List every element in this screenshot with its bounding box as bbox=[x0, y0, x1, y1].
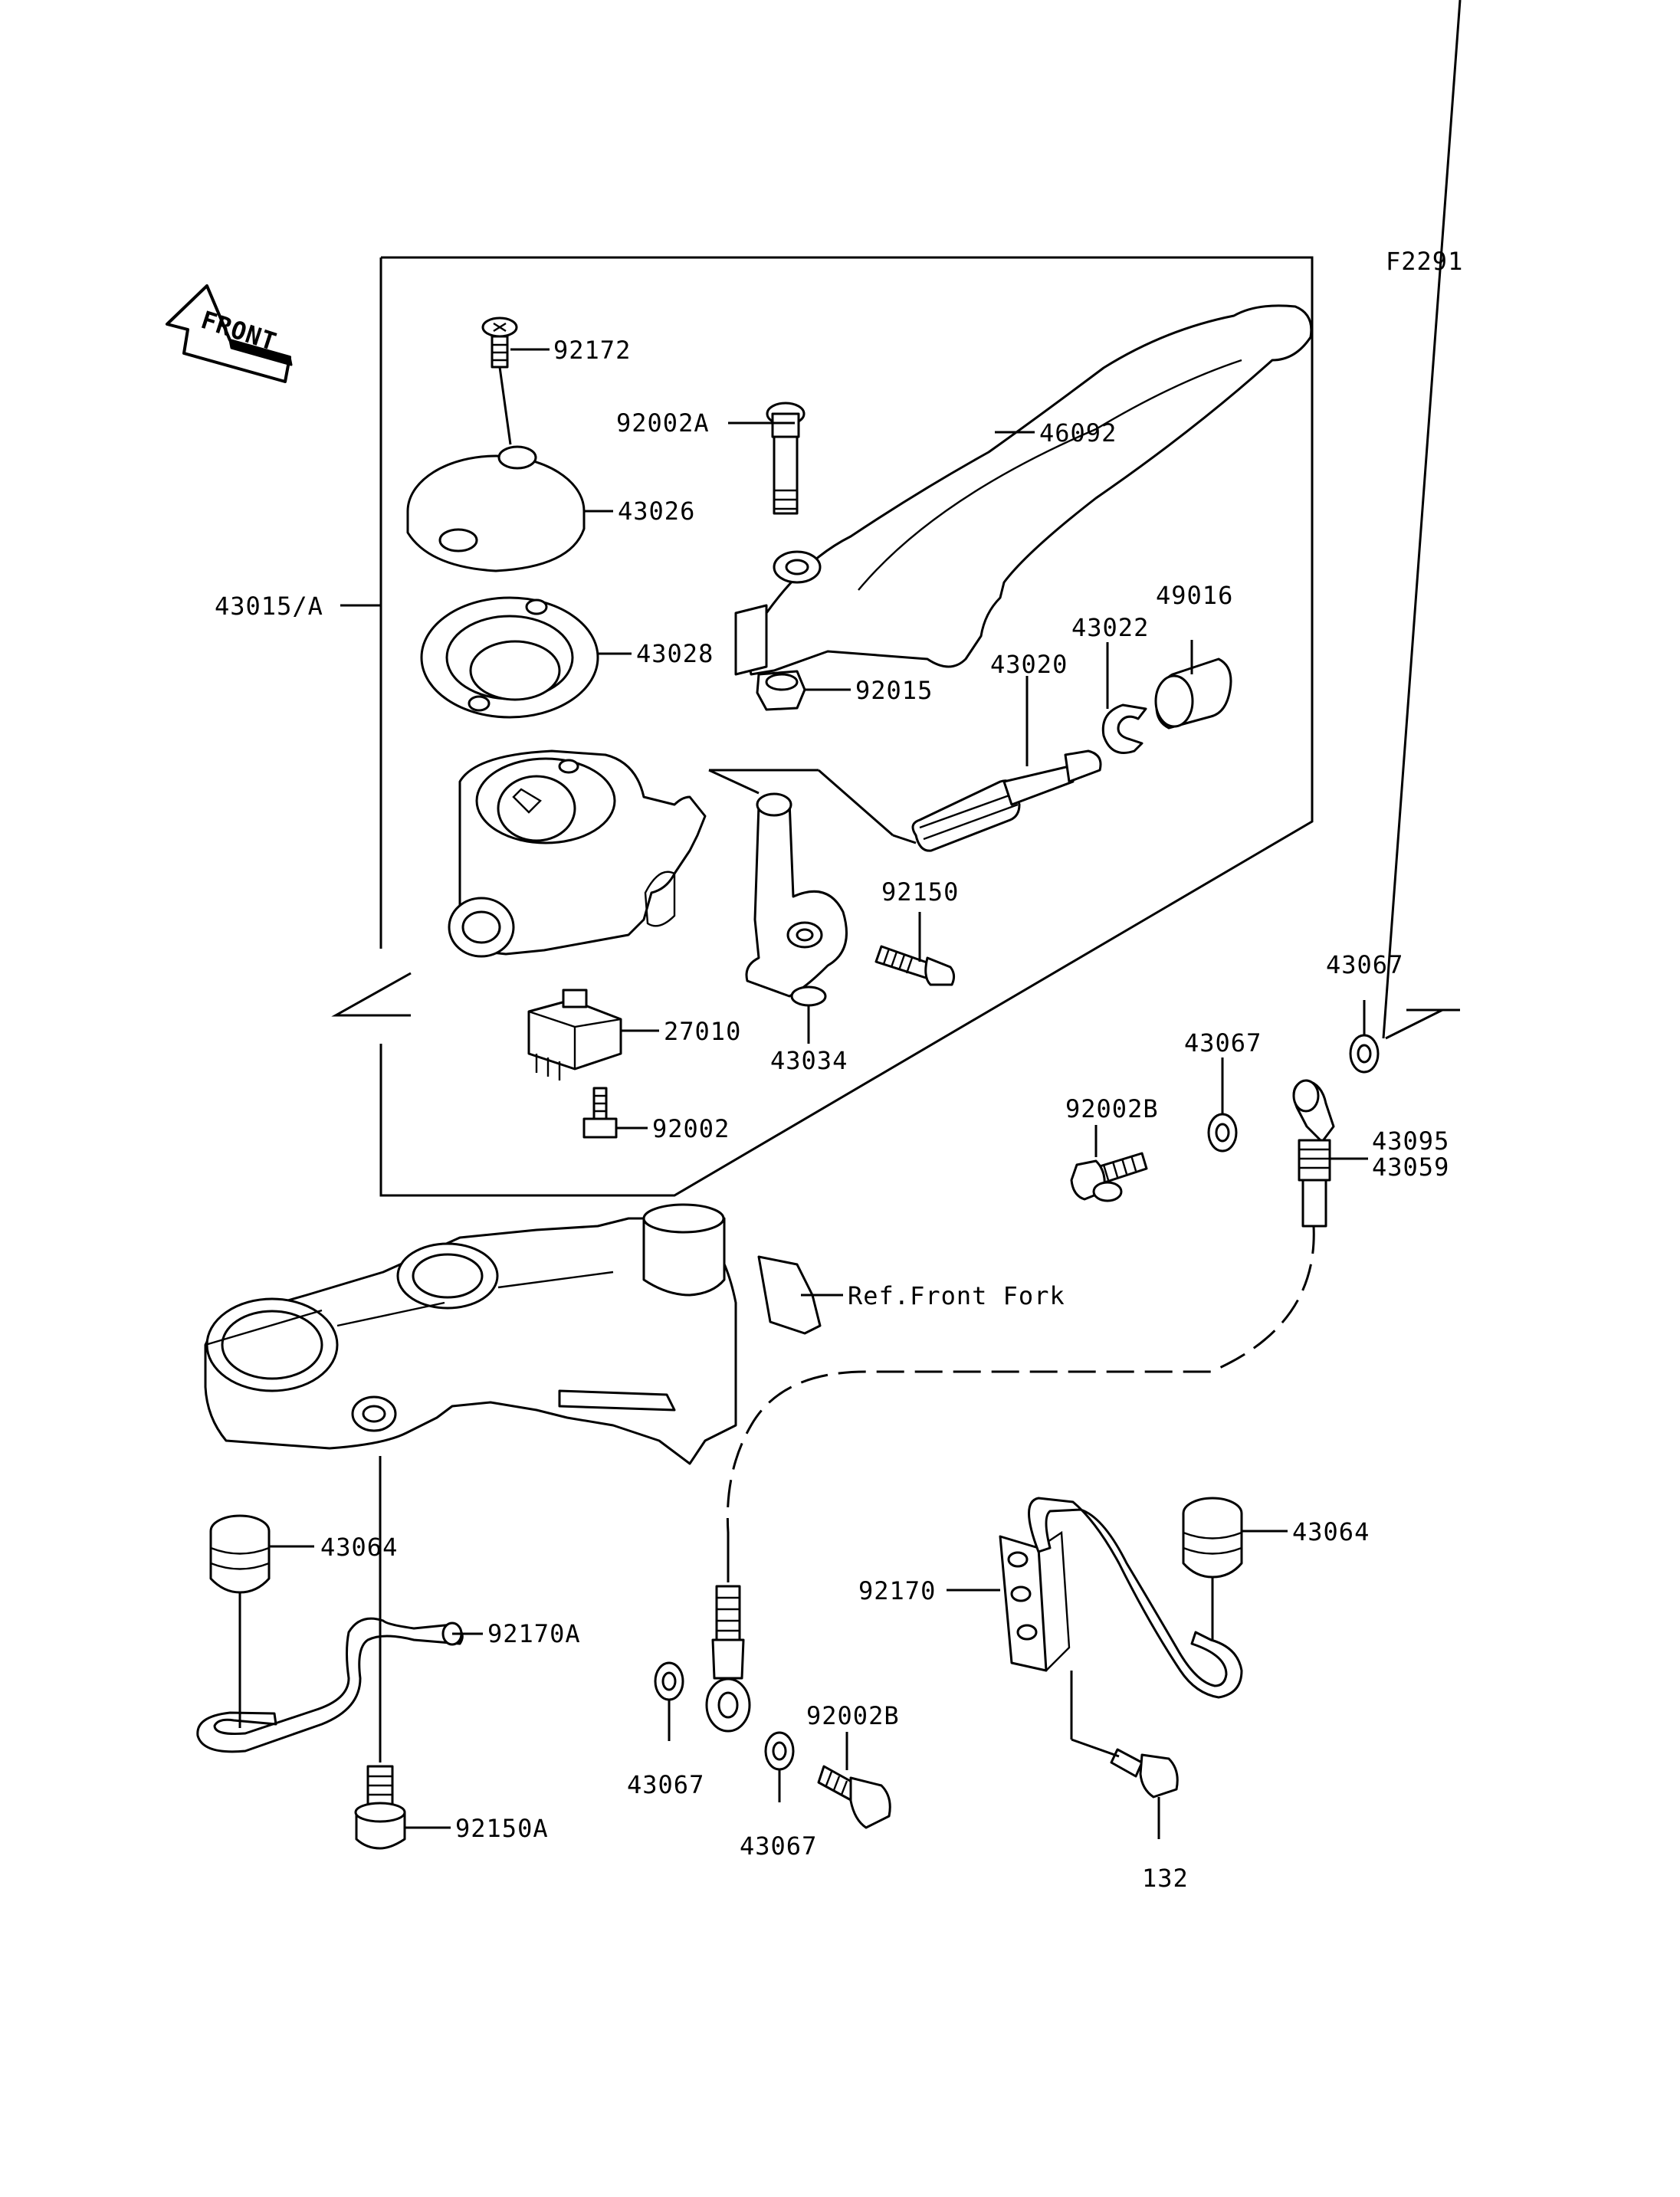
part-27010-stop-switch bbox=[527, 989, 622, 1080]
brake-hose-route bbox=[726, 1225, 1315, 1579]
front-fork-bridge-reference bbox=[204, 1203, 822, 1465]
label-43015A: 43015/A bbox=[215, 592, 323, 621]
part-master-cylinder-body bbox=[448, 749, 707, 958]
part-43067-washer-c bbox=[654, 1661, 684, 1701]
label-92150: 92150 bbox=[881, 877, 959, 907]
part-43059-hose-fitting-lower bbox=[705, 1585, 751, 1733]
master-cylinder-assembly-outline bbox=[331, 256, 1314, 1197]
part-43026-reservoir-cap bbox=[406, 445, 586, 572]
label-132: 132 bbox=[1142, 1864, 1189, 1893]
leader-lines bbox=[238, 0, 1462, 1839]
part-43067-washer-b bbox=[1207, 1113, 1238, 1153]
label-43064-left: 43064 bbox=[320, 1533, 398, 1562]
label-92002A: 92002A bbox=[616, 408, 710, 438]
part-43034-clamp bbox=[745, 792, 848, 1007]
part-92172-screw bbox=[481, 316, 518, 445]
front-arrow-icon: FRONT bbox=[166, 284, 293, 383]
label-43020: 43020 bbox=[990, 650, 1068, 679]
part-92150-bolt bbox=[874, 945, 956, 986]
part-92015-nut bbox=[756, 670, 806, 711]
label-92170A: 92170A bbox=[487, 1619, 581, 1648]
part-43020-piston-kit bbox=[911, 749, 1102, 852]
part-92170-bracket bbox=[999, 1497, 1243, 1699]
part-132-bolt bbox=[1110, 1748, 1179, 1799]
part-49016-dust-cover bbox=[1154, 657, 1232, 730]
part-43064-grommet-right bbox=[1182, 1497, 1243, 1579]
label-43022: 43022 bbox=[1071, 613, 1149, 642]
part-92002B-banjo-bolt-lower bbox=[817, 1765, 891, 1829]
label-92002B-upper: 92002B bbox=[1065, 1094, 1159, 1123]
part-92002B-banjo-bolt-upper bbox=[1070, 1152, 1148, 1202]
part-labels: 92172 92002A 46092 43026 43015/A 49016 4… bbox=[215, 336, 1449, 1893]
label-43028: 43028 bbox=[636, 639, 714, 668]
label-92002: 92002 bbox=[652, 1114, 730, 1143]
label-43067-b: 43067 bbox=[1184, 1028, 1262, 1058]
label-46092: 46092 bbox=[1039, 418, 1117, 448]
part-92002-screw bbox=[582, 1087, 618, 1139]
label-92015: 92015 bbox=[855, 676, 933, 705]
label-43095: 43095 bbox=[1372, 1126, 1449, 1156]
part-46092-brake-lever bbox=[734, 304, 1313, 676]
label-43059: 43059 bbox=[1372, 1153, 1449, 1182]
label-43026: 43026 bbox=[618, 497, 695, 526]
part-43095-hose-fitting-upper bbox=[1292, 1079, 1335, 1228]
part-43067-washer-a bbox=[1349, 1034, 1380, 1074]
label-92170: 92170 bbox=[858, 1576, 936, 1605]
part-43022-circlip bbox=[1101, 703, 1147, 754]
label-43064-right: 43064 bbox=[1292, 1517, 1370, 1546]
label-49016: 49016 bbox=[1156, 581, 1233, 610]
part-43028-diaphragm bbox=[420, 596, 599, 719]
part-43064-grommet-left bbox=[209, 1514, 271, 1594]
label-92172: 92172 bbox=[553, 336, 631, 365]
part-92002A-pivot-bolt bbox=[766, 402, 806, 515]
label-43034: 43034 bbox=[770, 1046, 848, 1075]
part-43067-washer-d bbox=[764, 1731, 795, 1771]
label-43067-c: 43067 bbox=[627, 1770, 704, 1799]
label-92150A: 92150A bbox=[455, 1814, 549, 1843]
label-27010: 27010 bbox=[664, 1017, 741, 1046]
part-92150A-bolt bbox=[354, 1765, 406, 1850]
part-92170A-clip bbox=[196, 1617, 464, 1753]
figure-code: F2291 bbox=[1386, 247, 1463, 276]
label-ref-front-fork: Ref.Front Fork bbox=[848, 1281, 1065, 1310]
label-43067-a: 43067 bbox=[1326, 950, 1403, 979]
label-43067-d: 43067 bbox=[740, 1831, 817, 1861]
label-92002B-lower: 92002B bbox=[806, 1701, 900, 1730]
